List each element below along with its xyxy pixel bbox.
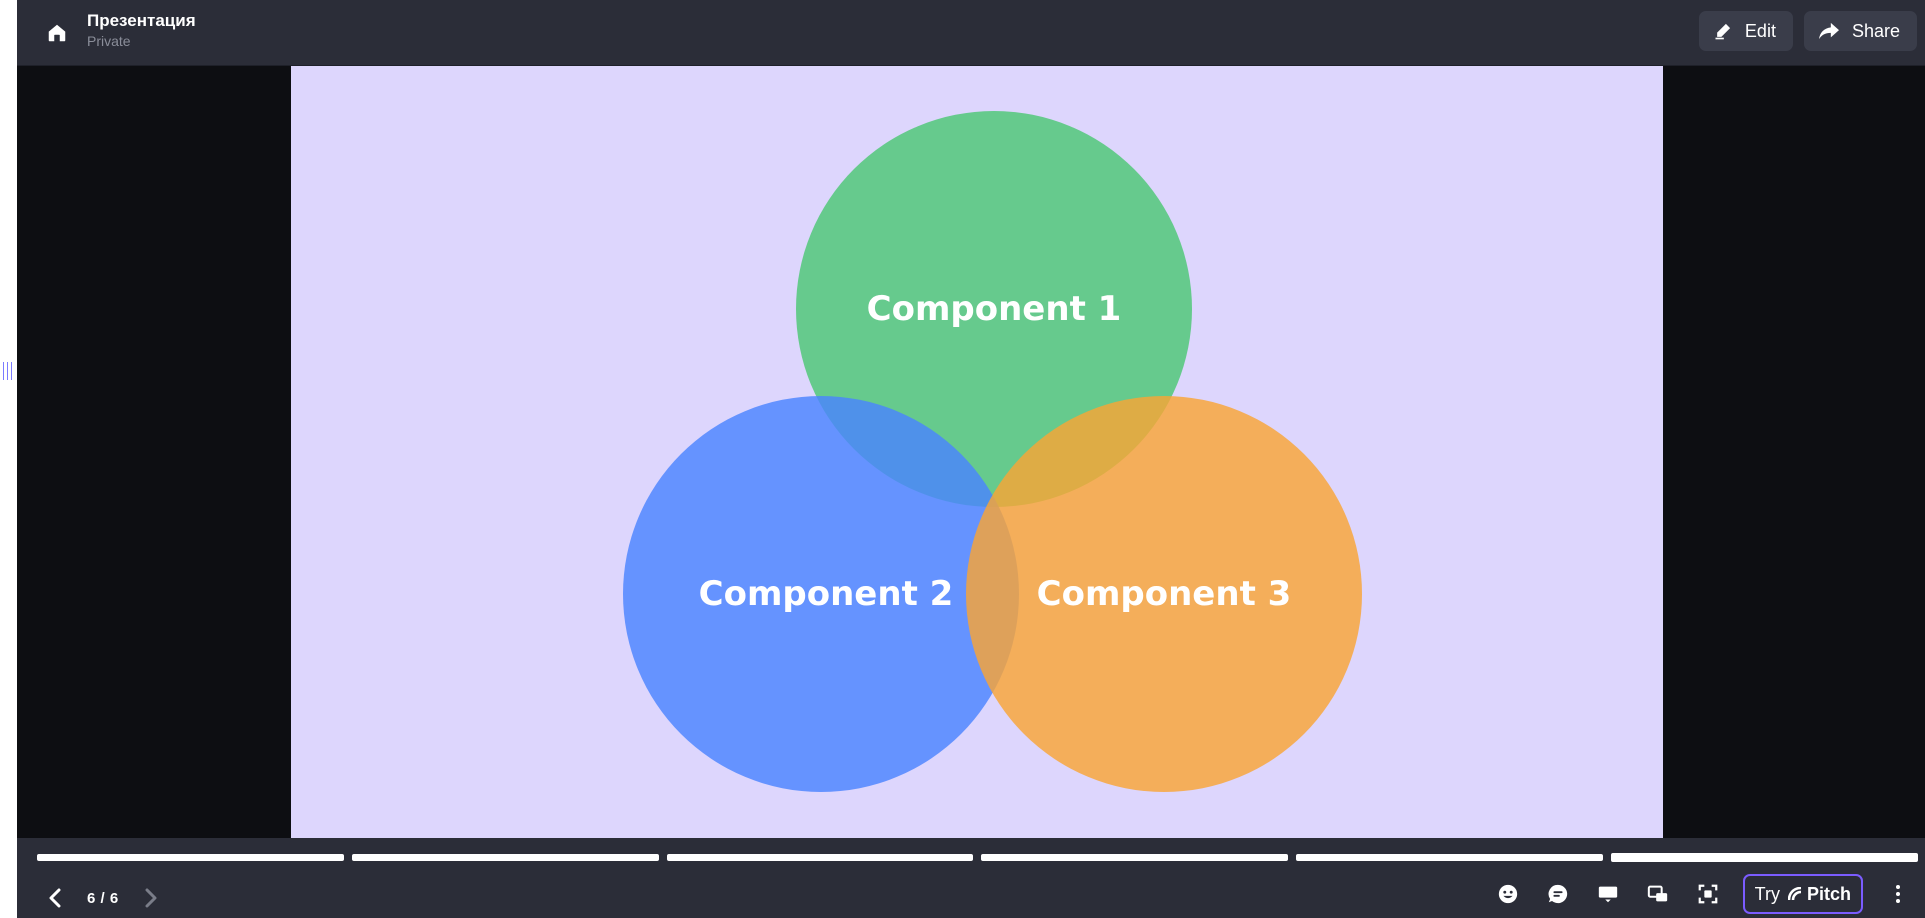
more-options-button[interactable]: [1883, 879, 1913, 909]
slide-progress: [37, 853, 1918, 862]
home-button[interactable]: [41, 17, 73, 49]
top-bar: Презентация Private Edit Share: [17, 0, 1925, 66]
try-pitch-button[interactable]: Try Pitch: [1742, 874, 1863, 914]
chevron-left-icon: [49, 888, 61, 908]
venn-diagram: Component 1 Component 2 Component 3: [623, 111, 1362, 792]
progress-segment-5[interactable]: [1296, 854, 1604, 861]
presentation-viewer: Презентация Private Edit Share: [17, 0, 1925, 918]
share-button[interactable]: Share: [1803, 11, 1917, 51]
edit-pen-icon: [1715, 23, 1731, 40]
share-button-label: Share: [1851, 20, 1900, 41]
fit-screen-icon: [1698, 884, 1718, 904]
pitch-logo: Pitch: [1787, 883, 1851, 905]
document-title: Презентация: [87, 11, 196, 30]
picture-in-picture-button[interactable]: [1643, 879, 1673, 909]
edit-button-label: Edit: [1744, 20, 1776, 41]
emoji-icon: [1498, 884, 1517, 904]
pitch-logo-icon: [1787, 887, 1802, 901]
chevron-right-icon: [145, 888, 157, 908]
present-screen-icon: [1598, 886, 1617, 903]
progress-segment-3[interactable]: [666, 854, 974, 861]
venn-label-component-2: Component 2: [699, 574, 954, 614]
try-label: Try: [1754, 883, 1780, 904]
viewer-tools: Try Pitch: [1493, 874, 1913, 914]
home-icon: [48, 24, 66, 42]
present-button[interactable]: [1593, 879, 1623, 909]
share-arrow-icon: [1818, 22, 1839, 40]
previous-slide-button[interactable]: [43, 886, 67, 910]
progress-segment-4[interactable]: [981, 854, 1289, 861]
document-visibility: Private: [87, 33, 131, 49]
edit-button[interactable]: Edit: [1698, 11, 1793, 51]
resize-handle[interactable]: [3, 362, 13, 380]
venn-circle-component-1: [796, 111, 1192, 507]
venn-circle-component-3: [966, 396, 1362, 792]
slide-navigation: 6 / 6: [43, 878, 163, 918]
pitch-brand-label: Pitch: [1806, 883, 1851, 904]
top-actions: Edit Share: [1698, 11, 1917, 51]
progress-segment-6[interactable]: [1611, 853, 1918, 862]
venn-label-component-1: Component 1: [867, 289, 1122, 329]
comments-button[interactable]: [1543, 879, 1573, 909]
document-title-block: Презентация Private: [87, 11, 196, 51]
venn-label-component-3: Component 3: [1037, 574, 1292, 614]
slide-canvas: Component 1 Component 2 Component 3: [291, 66, 1663, 838]
venn-circle-component-2: [623, 396, 1019, 792]
more-vertical-icon: [1896, 885, 1900, 903]
progress-segment-2[interactable]: [351, 854, 659, 861]
reactions-button[interactable]: [1493, 879, 1523, 909]
comment-icon: [1548, 884, 1567, 904]
next-slide-button[interactable]: [139, 886, 163, 910]
fit-screen-button[interactable]: [1693, 879, 1723, 909]
pip-icon: [1647, 885, 1667, 902]
progress-segment-1[interactable]: [37, 854, 344, 861]
page-indicator: 6 / 6: [87, 889, 119, 907]
bottom-bar: 6 / 6: [17, 838, 1925, 918]
